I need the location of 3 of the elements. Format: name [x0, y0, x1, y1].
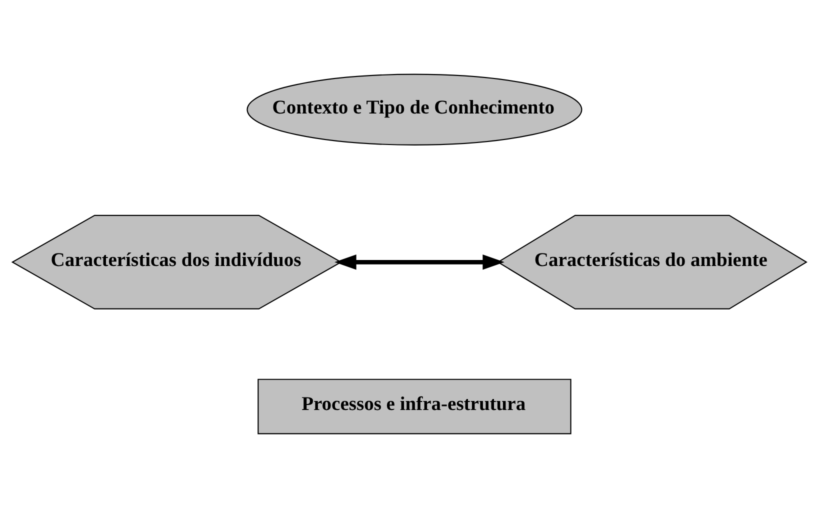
node-ellipse: Contexto e Tipo de Conhecimento	[246, 74, 582, 146]
arrow	[334, 254, 504, 270]
node-box: Processos e infra-estrutura	[258, 378, 572, 434]
